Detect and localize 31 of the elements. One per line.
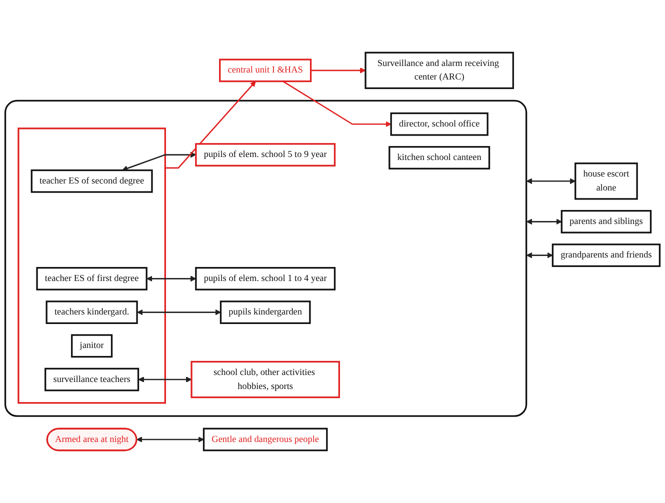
- node-box: surveillance teachers: [44, 368, 140, 392]
- node-box: parents and siblings: [560, 210, 652, 234]
- node-box: teacher ES of second degree: [30, 169, 153, 193]
- node-box: grandparents and friends: [552, 244, 661, 267]
- node-box: kitchen school canteen: [388, 146, 490, 170]
- arrow: [165, 81, 256, 169]
- arrow: [122, 152, 196, 172]
- node-box: janitor: [71, 334, 113, 358]
- arrow: [526, 218, 562, 225]
- cluster: [18, 128, 166, 404]
- arrow: [137, 309, 221, 316]
- arrow: [526, 252, 553, 258]
- node-box: director, school office: [390, 112, 488, 136]
- arrow: [282, 80, 392, 128]
- arrow: [310, 68, 366, 74]
- arrow: [526, 178, 576, 184]
- node-box: pupils of elem. school 1 to 4 year: [195, 266, 336, 290]
- node-box: Surveillance and alarm receiving center (ARC): [364, 52, 514, 90]
- cluster: [4, 100, 528, 417]
- node-box: pupils of elem. school 5 to 9 year: [195, 143, 336, 166]
- node-box: Gentle and dangerous people: [202, 428, 328, 452]
- arrow: [136, 436, 204, 442]
- node-box: teacher ES of first degree: [36, 266, 148, 290]
- node-box: school club, other activities hobbies, sports: [190, 360, 340, 398]
- node-box: Armed area at night: [46, 428, 138, 452]
- node-box: pupils kindergarden: [220, 300, 311, 324]
- node-box: central unit I &HAS: [219, 58, 312, 82]
- node-box: teachers kindergard.: [46, 300, 138, 324]
- arrow: [138, 376, 192, 382]
- arrow: [146, 276, 196, 282]
- node-box: house escort alone: [574, 162, 638, 200]
